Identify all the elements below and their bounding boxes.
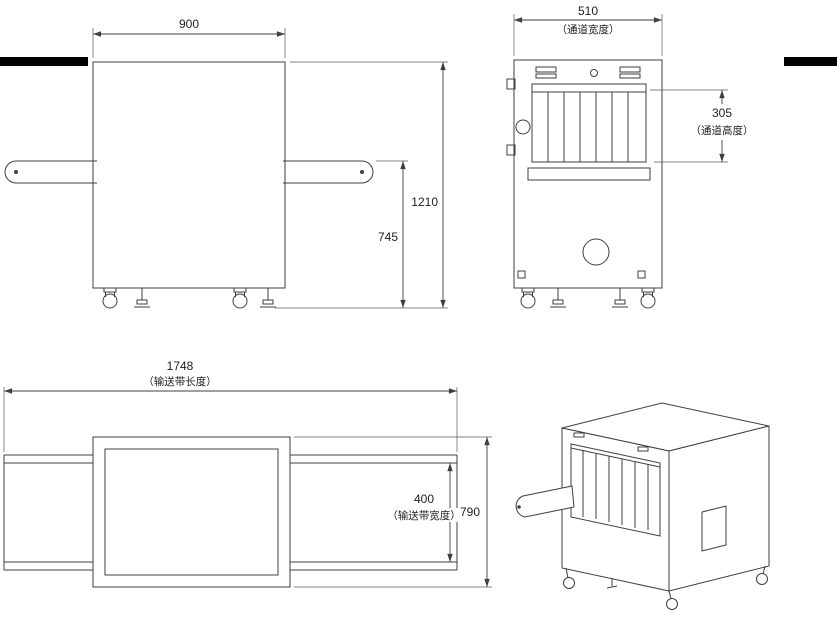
side-view: 510 （通道宽度） 305 （通道高度）	[506, 4, 754, 309]
caster-wheel	[102, 287, 118, 309]
dimension-front-belt-height: 745	[376, 160, 408, 308]
dimension-tunnel-height: 305 （通道高度）	[650, 89, 754, 163]
top-conveyor-right	[290, 454, 458, 571]
dim-tunnel-width-value: 510	[578, 4, 598, 18]
leveling-foot	[259, 287, 277, 308]
side-machine-body	[513, 59, 663, 289]
dim-belt-length-label: （输送带长度）	[143, 375, 217, 388]
iso-access-door	[701, 505, 727, 552]
front-conveyor-left	[4, 160, 97, 184]
dim-front-belt-height-value: 745	[378, 230, 398, 244]
dimension-machine-depth: 790	[294, 436, 492, 588]
top-view: 1748 （输送带长度） 400 （输送带宽度） 790	[3, 359, 492, 588]
dimension-front-width: 900	[92, 17, 286, 58]
leveling-foot	[549, 287, 567, 308]
front-conveyor-right	[283, 160, 374, 184]
roller-axle-dot	[14, 170, 18, 174]
dim-front-total-height-value: 1210	[411, 195, 438, 209]
caster-wheel	[520, 287, 536, 309]
dim-front-width-value: 900	[179, 17, 199, 31]
iso-side-face	[668, 425, 770, 592]
top-machine-inner	[104, 448, 279, 576]
dimension-front-total-height: 1210	[275, 61, 448, 309]
top-machine-outline	[92, 436, 291, 588]
dim-tunnel-height-value: 305	[712, 106, 732, 120]
dimension-belt-width: 400 （输送带宽度）	[376, 463, 472, 562]
dim-belt-width-label: （输送带宽度）	[387, 509, 461, 522]
top-conveyor-left	[3, 454, 93, 571]
roller-axle-dot	[517, 505, 521, 509]
side-fittings	[506, 78, 646, 279]
tunnel-belt	[527, 167, 651, 181]
right-black-bar	[784, 57, 837, 66]
roller-axle-dot	[360, 170, 364, 174]
leveling-foot	[133, 287, 151, 308]
isometric-view	[515, 402, 770, 610]
iso-control-panel	[573, 432, 649, 452]
iso-front-face	[561, 427, 670, 592]
front-view: 900 1210 745	[4, 17, 448, 309]
dim-belt-length-value: 1748	[167, 359, 194, 373]
caster-wheel	[232, 287, 248, 309]
dim-tunnel-width-label: （通道宽度）	[557, 23, 620, 36]
dimension-belt-length: 1748 （输送带长度）	[3, 359, 458, 452]
dim-tunnel-height-label: （通道高度）	[691, 124, 754, 137]
leveling-foot	[611, 287, 629, 308]
iso-conveyor	[515, 485, 575, 518]
emergency-button	[515, 119, 531, 135]
front-machine-body	[92, 61, 286, 289]
top-panel-vents	[535, 66, 641, 79]
tunnel-opening	[527, 83, 651, 181]
dim-machine-depth-value: 790	[460, 505, 480, 519]
dim-belt-width-value: 400	[414, 492, 434, 506]
dimension-tunnel-width: 510 （通道宽度）	[513, 4, 663, 56]
caster-wheel	[640, 287, 656, 309]
indicator-lamp	[590, 69, 598, 77]
left-black-bar	[0, 57, 88, 66]
cable-port	[582, 238, 610, 266]
iso-casters	[563, 565, 768, 610]
